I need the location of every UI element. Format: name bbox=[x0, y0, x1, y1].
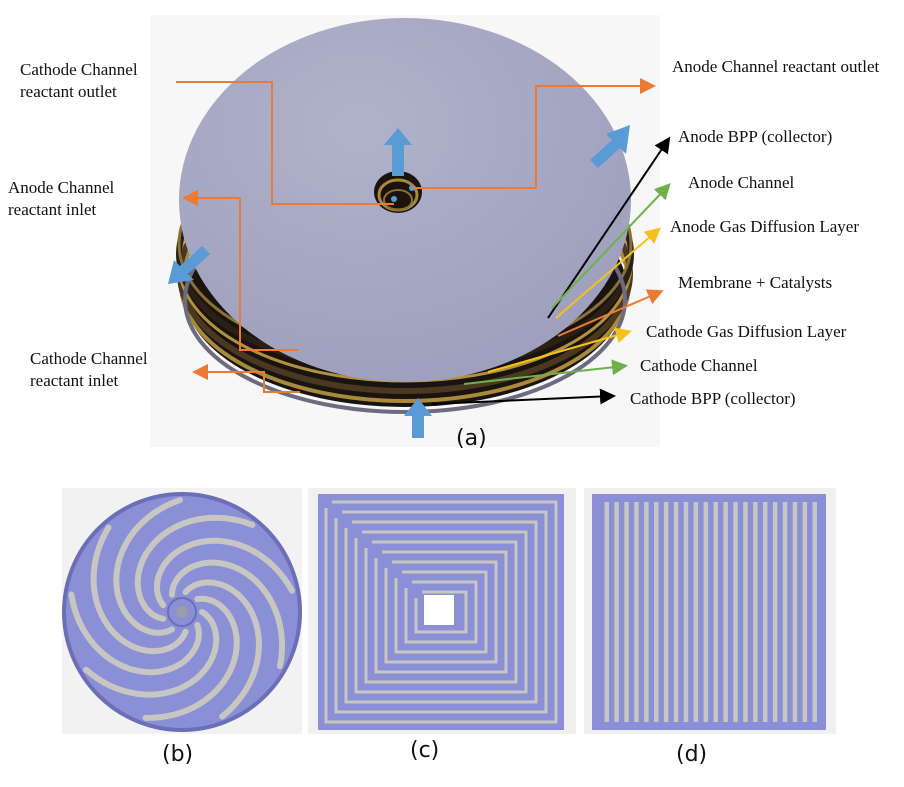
parallel-channel-gap bbox=[654, 502, 659, 722]
spiral-channel-gap bbox=[182, 579, 262, 720]
center-port bbox=[374, 171, 422, 213]
leader-anode-inlet bbox=[182, 190, 298, 351]
square-spiral-gap bbox=[374, 550, 508, 674]
spiral-channel-gap bbox=[83, 609, 220, 698]
radial-spiral-channels bbox=[68, 497, 295, 721]
leader-lines bbox=[176, 78, 671, 405]
leader-anode-channel bbox=[551, 183, 671, 309]
square-spiral-gap bbox=[364, 540, 518, 684]
inflow-arrow-bottom-icon bbox=[404, 398, 432, 438]
parallel-straight-channels bbox=[604, 502, 817, 722]
label-cathode-channel: Cathode Channel bbox=[640, 356, 758, 375]
square-spiral-gap bbox=[404, 580, 478, 644]
parallel-channel-gap bbox=[723, 502, 728, 722]
label-cathode-inlet: Cathode Channel reactant inlet bbox=[30, 349, 148, 390]
spiral-channel-gap bbox=[90, 524, 189, 655]
caption-b: (b) bbox=[162, 742, 194, 767]
leader-cathode-channel bbox=[463, 359, 628, 385]
parallel-channel-gap bbox=[693, 502, 699, 722]
parallel-channel-gap bbox=[792, 502, 798, 722]
parallel-channel-gap bbox=[802, 502, 808, 722]
parallel-channel-gap bbox=[733, 502, 738, 722]
label-cathode-gdl: Cathode Gas Diffusion Layer bbox=[646, 322, 847, 341]
parallel-channel-gap bbox=[812, 502, 817, 722]
spiral-channel-gap bbox=[68, 591, 202, 676]
leader-anode-outlet bbox=[412, 78, 656, 189]
caption-a: (a) bbox=[456, 426, 487, 451]
parallel-channel-gap bbox=[663, 502, 669, 722]
spiral-channel-gap bbox=[154, 537, 295, 609]
spiral-channel-gap bbox=[142, 595, 240, 721]
square-spiral-gap bbox=[344, 520, 538, 704]
cathode-outlet-point bbox=[391, 196, 397, 202]
caption-c: (c) bbox=[410, 738, 440, 763]
spiral-channel-gap bbox=[113, 497, 183, 636]
square-spiral-gap bbox=[324, 500, 558, 724]
parallel-channel-gap bbox=[614, 502, 619, 722]
label-cathode-outlet: Cathode Channel reactant outlet bbox=[20, 60, 138, 101]
square-spiral-gap bbox=[414, 590, 468, 634]
parallel-channel-gap bbox=[673, 502, 679, 722]
parallel-channel-gap bbox=[772, 502, 778, 722]
parallel-channel-gap bbox=[703, 502, 709, 722]
square-spiral-channels bbox=[324, 500, 558, 724]
label-anode-outlet: Anode Channel reactant outlet bbox=[672, 57, 880, 76]
square-spiral-gap bbox=[334, 510, 548, 714]
parallel-channel-gap bbox=[604, 502, 609, 722]
leader-cathode-outlet bbox=[176, 81, 394, 205]
parallel-channel-gap bbox=[743, 502, 748, 722]
square-spiral-gap bbox=[384, 560, 498, 664]
parallel-channel-gap bbox=[644, 502, 649, 722]
leader-anode-bpp bbox=[547, 136, 671, 319]
leader-membrane bbox=[557, 289, 664, 337]
panel-d bbox=[584, 488, 836, 734]
parallel-channel-gap bbox=[753, 502, 758, 722]
label-anode-bpp: Anode BPP (collector) bbox=[678, 127, 833, 146]
panel-b bbox=[62, 488, 302, 734]
label-anode-gdl: Anode Gas Diffusion Layer bbox=[670, 217, 860, 236]
label-anode-channel: Anode Channel bbox=[688, 173, 795, 192]
center-port-hole bbox=[176, 606, 188, 618]
leader-cathode-gdl bbox=[487, 327, 632, 373]
label-membrane: Membrane + Catalysts bbox=[678, 273, 833, 292]
parallel-channel-gap bbox=[782, 502, 788, 722]
spiral-channel-gap bbox=[169, 559, 286, 670]
parallel-channel-gap bbox=[624, 502, 629, 722]
inflow-arrow-left-icon bbox=[168, 246, 210, 284]
caption-d: (d) bbox=[676, 742, 708, 767]
panel-c bbox=[308, 488, 576, 734]
parallel-channel-gap bbox=[634, 502, 639, 722]
inflow-arrow-right-icon bbox=[590, 125, 630, 168]
parallel-channel-gap bbox=[763, 502, 768, 722]
square-spiral-gap bbox=[394, 570, 488, 654]
spiral-channel-gap bbox=[134, 514, 256, 622]
outflow-arrow-icon bbox=[384, 128, 412, 176]
parallel-channel-gap bbox=[713, 502, 718, 722]
square-spiral-center-port bbox=[424, 595, 454, 625]
square-spiral-gap bbox=[354, 530, 528, 694]
panel-a bbox=[150, 15, 671, 447]
label-anode-inlet: Anode Channel reactant inlet bbox=[8, 178, 115, 219]
leader-anode-gdl bbox=[555, 227, 662, 319]
parallel-channel-gap bbox=[683, 502, 689, 722]
label-cathode-bpp: Cathode BPP (collector) bbox=[630, 389, 796, 408]
leader-cathode-bpp bbox=[431, 388, 616, 405]
leader-cathode-inlet bbox=[192, 364, 300, 393]
